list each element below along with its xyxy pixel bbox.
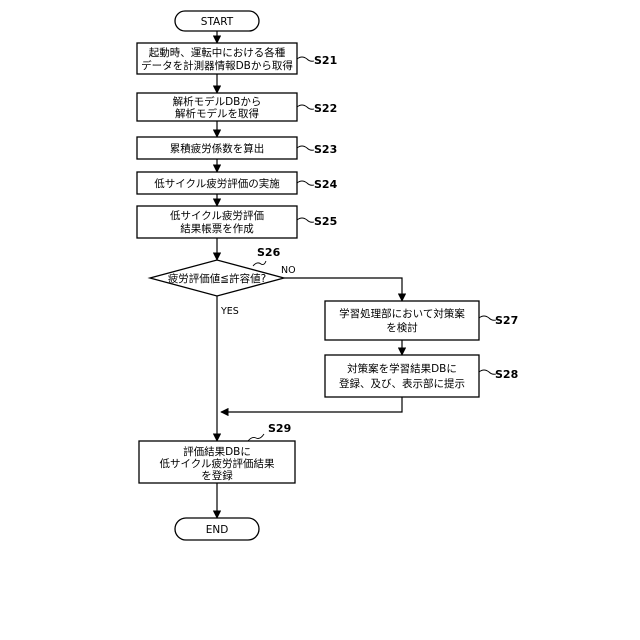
decision-s26-question: 疲労評価値≦許容値? bbox=[168, 272, 266, 285]
step-s25-leader bbox=[297, 218, 314, 222]
end-terminator: END bbox=[175, 518, 259, 540]
branch-no-label: NO bbox=[281, 265, 296, 276]
step-s23-leader bbox=[297, 146, 314, 150]
step-s22-leader bbox=[297, 105, 314, 109]
step-s25-line-1: 低サイクル疲労評価 bbox=[170, 209, 264, 222]
step-s29-line-3: を登録 bbox=[201, 469, 233, 482]
start-terminator: START bbox=[175, 11, 259, 31]
step-s27-id: S27 bbox=[495, 314, 518, 327]
step-s24-id: S24 bbox=[314, 178, 338, 191]
step-s27-leader bbox=[479, 316, 496, 320]
step-s23-id: S23 bbox=[314, 143, 337, 156]
step-s25-id: S25 bbox=[314, 215, 337, 228]
step-s25-line-2: 結果帳票を作成 bbox=[180, 222, 254, 235]
step-s22-line-1: 解析モデルDBから bbox=[173, 95, 262, 108]
step-s29-id: S29 bbox=[268, 422, 291, 435]
step-s24-line-1: 低サイクル疲労評価の実施 bbox=[154, 177, 280, 190]
step-s25-box: 低サイクル疲労評価 結果帳票を作成 S25 bbox=[137, 206, 337, 238]
decision-s26-leader bbox=[253, 261, 266, 266]
arrow-s28-merge bbox=[221, 397, 402, 412]
step-s21-box: 起動時、運転中における各種 データを計測器情報DBから取得 S21 bbox=[137, 43, 337, 74]
step-s27-box: 学習処理部において対策案 を検討 S27 bbox=[325, 301, 518, 340]
step-s23-box: 累積疲労係数を算出 S23 bbox=[137, 137, 337, 159]
decision-s26-id: S26 bbox=[257, 246, 281, 259]
step-s21-line-2: データを計測器情報DBから取得 bbox=[141, 59, 293, 72]
step-s21-line-1: 起動時、運転中における各種 bbox=[149, 46, 286, 59]
step-s27-line-1: 学習処理部において対策案 bbox=[339, 307, 465, 320]
start-label: START bbox=[201, 16, 234, 28]
step-s24-leader bbox=[297, 181, 314, 185]
step-s27-line-2: を検討 bbox=[386, 321, 418, 334]
step-s22-box: 解析モデルDBから 解析モデルを取得 S22 bbox=[137, 93, 337, 121]
step-s21-id: S21 bbox=[314, 54, 337, 67]
step-s24-box: 低サイクル疲労評価の実施 S24 bbox=[137, 172, 338, 194]
step-s28-line-1: 対策案を学習結果DBに bbox=[347, 362, 457, 375]
step-s22-line-2: 解析モデルを取得 bbox=[175, 107, 259, 120]
step-s22-id: S22 bbox=[314, 102, 337, 115]
decision-s26: 疲労評価値≦許容値? S26 NO YES bbox=[150, 246, 296, 317]
step-s28-leader bbox=[479, 370, 496, 374]
step-s29-line-1: 評価結果DBに bbox=[183, 445, 251, 458]
arrow-s26-no-to-s27 bbox=[284, 278, 402, 301]
step-s29-leader bbox=[248, 434, 264, 441]
branch-yes-label: YES bbox=[220, 306, 239, 317]
end-label: END bbox=[206, 524, 229, 536]
step-s28-line-2: 登録、及び、表示部に提示 bbox=[339, 377, 465, 390]
step-s23-line-1: 累積疲労係数を算出 bbox=[170, 142, 265, 155]
step-s28-box: 対策案を学習結果DBに 登録、及び、表示部に提示 S28 bbox=[325, 355, 518, 397]
step-s28-id: S28 bbox=[495, 368, 518, 381]
step-s29-line-2: 低サイクル疲労評価結果 bbox=[160, 457, 275, 470]
step-s21-leader bbox=[297, 57, 314, 61]
